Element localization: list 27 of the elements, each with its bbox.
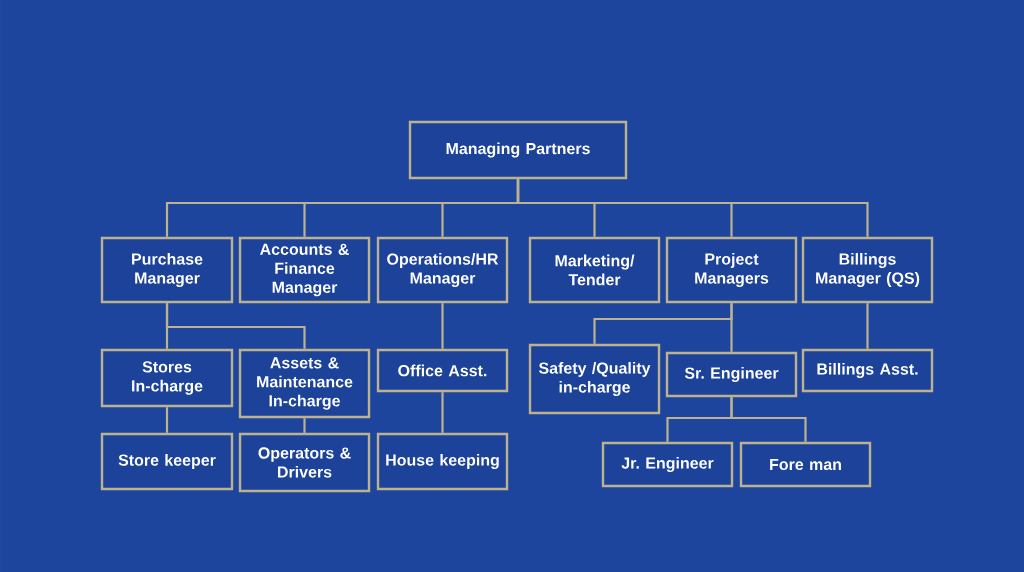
position-box: Fore man [739, 441, 872, 488]
connector-line [165, 303, 306, 349]
position-box: Billings Asst. [801, 348, 934, 393]
connector-line [303, 418, 306, 433]
position-box: Marketing/ Tender [528, 236, 661, 304]
connector-line [165, 407, 169, 433]
position-box: Sr. Engineer [665, 351, 798, 398]
connector-line [866, 303, 869, 349]
position-box: Purchase Manager [100, 236, 234, 304]
position-box: Accounts & Finance Manager [238, 236, 371, 304]
position-box: Assets & Maintenance In-charge [238, 348, 371, 419]
position-box: Operations/HR Manager [376, 236, 509, 304]
position-box: Safety /Quality in-charge [528, 343, 661, 415]
position-box: Operators & Drivers [238, 432, 371, 493]
connector-line [441, 392, 444, 433]
connector-line [441, 303, 444, 349]
connector-line [516, 179, 869, 237]
position-box: Stores In-charge [100, 348, 234, 408]
position-box: Managing Partners [408, 120, 628, 180]
position-box: Billings Manager (QS) [801, 236, 934, 304]
position-box: Office Asst. [376, 348, 509, 393]
connector-line [730, 303, 733, 352]
position-box: Jr. Engineer [601, 441, 734, 488]
position-box: House keeping [376, 432, 509, 491]
position-box: Project Managers [665, 236, 798, 304]
position-box: Store keeper [100, 432, 234, 491]
connector-line [730, 397, 807, 442]
